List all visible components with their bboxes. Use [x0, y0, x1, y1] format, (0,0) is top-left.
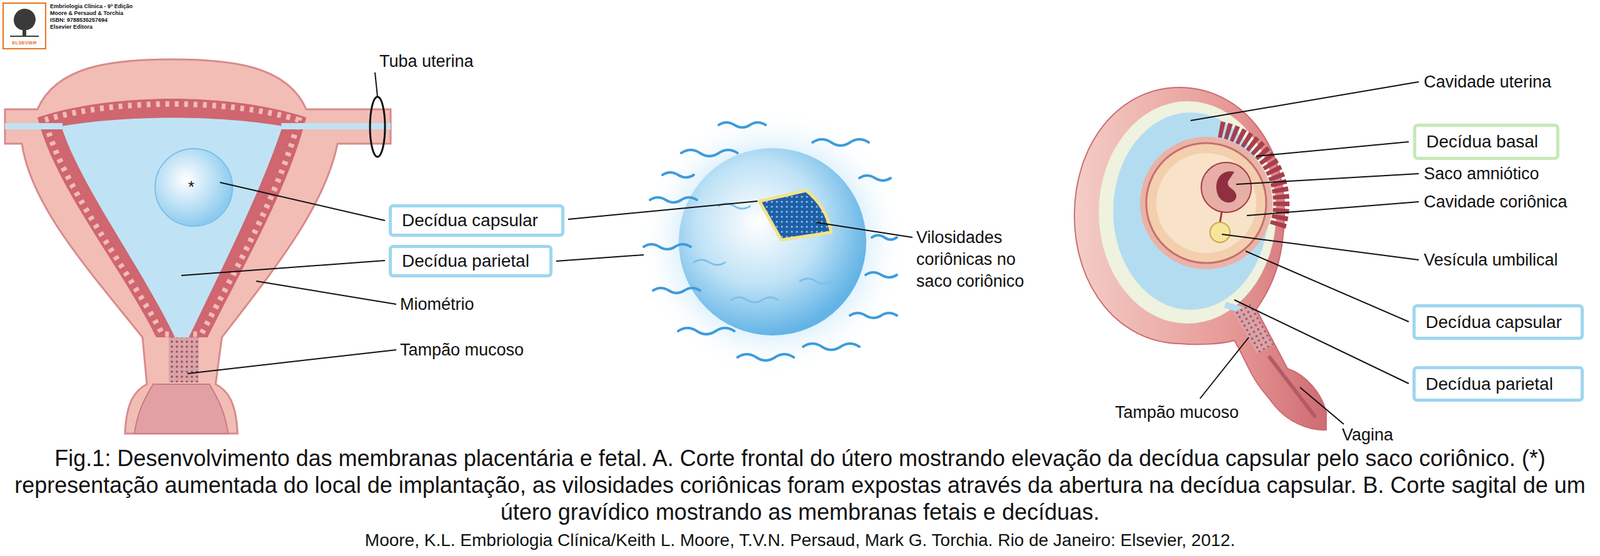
- amnion: [1201, 162, 1252, 213]
- leader-line: [1221, 234, 1419, 260]
- structure-label: Cavidade uterina: [1423, 71, 1552, 92]
- villus: [859, 175, 891, 181]
- villus: [737, 354, 794, 361]
- decidua-window: [759, 190, 832, 240]
- leader-line: [1190, 81, 1419, 121]
- chorionic-sac-enlarged: [638, 107, 907, 377]
- tube-ring: [370, 96, 385, 157]
- box-text: Decídua parietal: [1425, 373, 1554, 395]
- villus: [812, 139, 869, 146]
- leader-line: [256, 281, 397, 305]
- structure-label: Vagina: [1341, 425, 1394, 445]
- villus: [800, 278, 832, 284]
- villus: [653, 288, 700, 294]
- leader-line: [1236, 173, 1419, 185]
- box-text: Decídua basal: [1426, 131, 1539, 153]
- label-box: Decídua parietal: [1412, 366, 1584, 402]
- publisher-text: Elsevier Editora: [50, 23, 93, 31]
- label-box: Decídua capsular: [1412, 304, 1584, 340]
- villus: [678, 328, 735, 335]
- leader-line: [1256, 141, 1409, 157]
- villi-squiggles: [643, 122, 897, 361]
- uterine-cavity: [61, 118, 283, 339]
- villus: [643, 244, 691, 250]
- villus: [681, 150, 738, 157]
- logo-frame: [3, 3, 46, 49]
- structure-label: Vesícula umbilical: [1423, 250, 1559, 270]
- umbilical-vesicle: [1210, 222, 1230, 243]
- leader-line: [816, 222, 913, 238]
- label-box: Decídua parietal: [388, 245, 553, 278]
- leader-line: [556, 255, 644, 262]
- leader-line: [181, 260, 385, 276]
- villus: [865, 272, 897, 278]
- leader-line: [187, 350, 397, 374]
- structure-label: Vilosidades coriônicas no saco coriônico: [916, 226, 1026, 293]
- logo-ground: [10, 35, 39, 37]
- box-text: Decídua capsular: [1425, 311, 1562, 334]
- publisher-text: Embriologia Clínica - 9ª Edição: [50, 3, 133, 10]
- vitelline-stalk: [1220, 211, 1222, 223]
- villus: [871, 235, 897, 240]
- chorionic-sac: [155, 148, 233, 227]
- publisher-text: ISBN: 9788535257694: [50, 16, 108, 24]
- box-text: Decídua parietal: [401, 250, 530, 272]
- structure-label: Miométrio: [400, 294, 475, 315]
- structure-label: Saco amniótico: [1423, 163, 1540, 184]
- endometrium: [37, 98, 307, 338]
- leader-line: [375, 72, 378, 97]
- mucus-plug: [1233, 303, 1274, 354]
- leader-line: [1300, 387, 1344, 425]
- uterus-sagittal: [1074, 87, 1327, 430]
- leader-line: [568, 201, 758, 220]
- leader-lines: [181, 72, 1419, 425]
- label-box: Decídua basal: [1413, 123, 1560, 160]
- structure-label: Tampão mucoso: [1115, 402, 1239, 423]
- leader-line: [1245, 251, 1409, 322]
- tube-lumen: [5, 123, 391, 130]
- structure-label: *: [188, 177, 195, 197]
- chorion: [1146, 143, 1267, 264]
- sac-sphere: [678, 148, 867, 336]
- vagina-top: [134, 384, 229, 434]
- leader-line: [1246, 201, 1419, 216]
- figure-caption: Fig.1: Desenvolvimento das membranas pla…: [3, 445, 1597, 526]
- villus: [718, 122, 766, 128]
- villus: [731, 297, 779, 303]
- villus: [662, 172, 694, 178]
- leader-line: [1234, 300, 1409, 384]
- embryo: [1216, 171, 1237, 203]
- structure-label: Tuba uterina: [379, 51, 474, 72]
- source-reference: Moore, K.L. Embriologia Clínica/Keith L.…: [365, 530, 1235, 552]
- structure-label: Tampão mucoso: [400, 340, 524, 360]
- leader-line: [220, 182, 385, 221]
- uterus-frontal: [5, 59, 391, 434]
- logo-tree: [13, 8, 36, 37]
- publisher-text: ELSEVIER: [11, 40, 37, 47]
- leader-line: [1200, 337, 1249, 399]
- publisher-text: Moore & Persaud & Torchia: [50, 10, 124, 17]
- publisher-logo: [3, 3, 46, 49]
- villus: [850, 313, 897, 319]
- label-box: Decídua capsular: [388, 204, 565, 237]
- villus: [693, 260, 725, 265]
- decidua-capsular-layer: [1140, 136, 1273, 270]
- villus: [650, 197, 697, 203]
- uterine-wall: [1074, 87, 1327, 430]
- villus: [803, 343, 860, 350]
- sac-glow: [638, 107, 907, 377]
- mucus-plug: [168, 337, 199, 383]
- mucus-plug-b: [1233, 303, 1274, 354]
- vaginal-canal: [1268, 356, 1316, 418]
- box-text: Decídua capsular: [401, 210, 539, 232]
- structure-label: Cavidade coriônica: [1423, 191, 1568, 212]
- chorionic-cavity: [1156, 153, 1257, 254]
- myometrium: [5, 59, 391, 434]
